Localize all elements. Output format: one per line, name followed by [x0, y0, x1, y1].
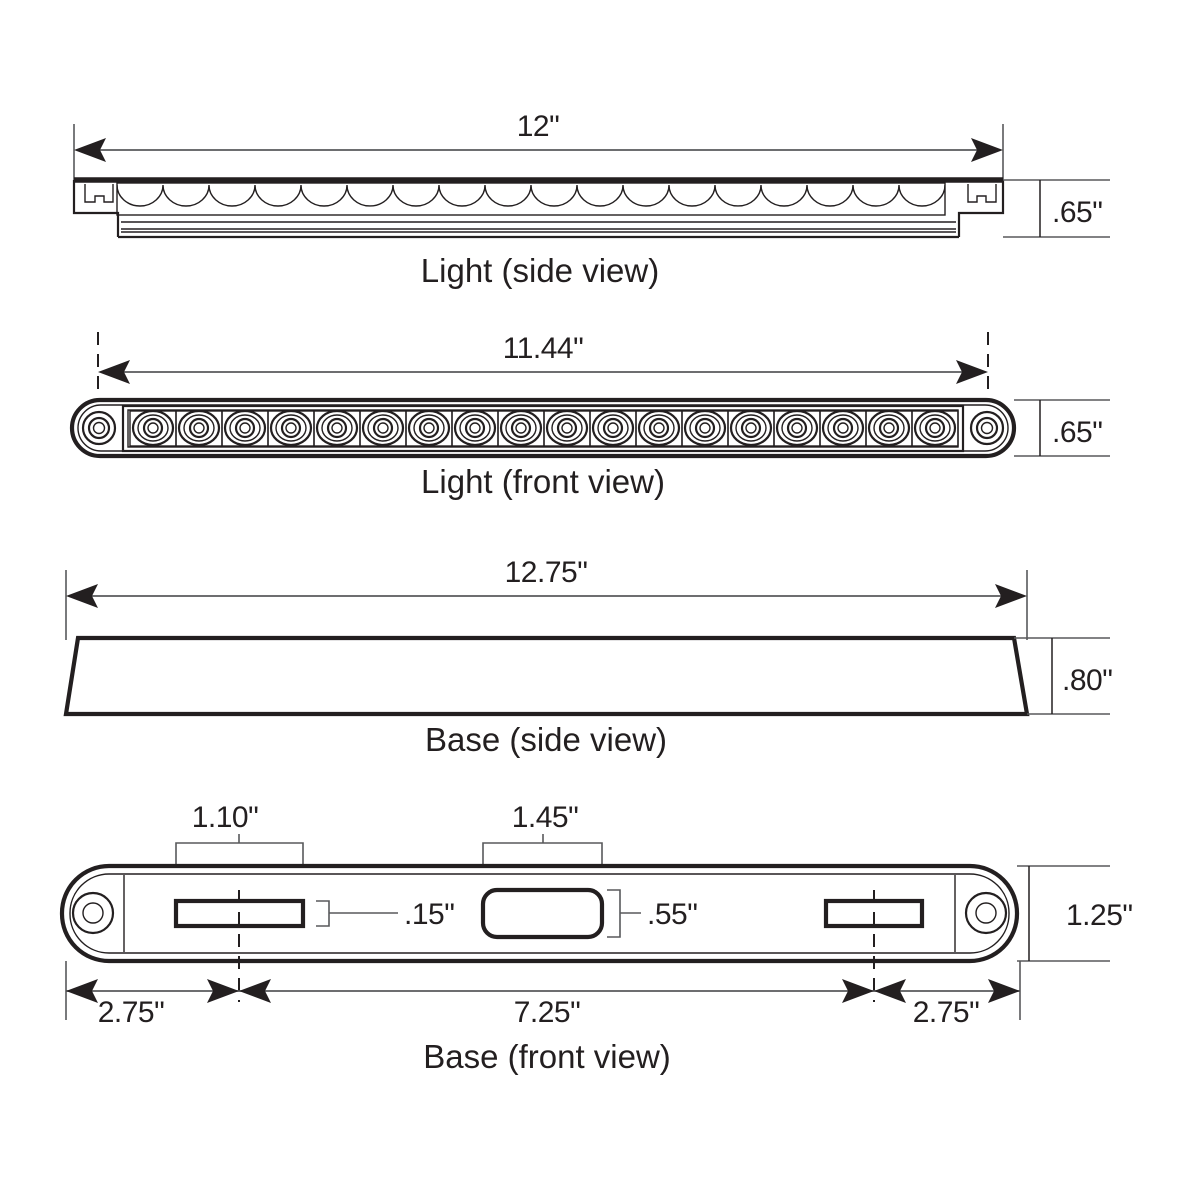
dimension-label-base-side-length: 12.75" [505, 556, 588, 589]
light-front-led-array [129, 409, 959, 447]
led [727, 409, 775, 447]
light-side-right-notch-detail [967, 184, 997, 203]
arrowhead-left [66, 584, 98, 608]
base-front-mounting-hole-right [964, 891, 1008, 935]
led [175, 409, 223, 447]
view-label-light-front: Light (front view) [421, 463, 665, 500]
view-light-side: 12" .65" L [72, 110, 1110, 289]
base-front-mounting-hole-left [71, 891, 115, 935]
dimension-label-light-front-height: .65" [1052, 416, 1102, 449]
led [221, 409, 269, 447]
bracket-center-slot-width [482, 842, 603, 856]
led [267, 409, 315, 447]
dimension-label-light-side-length: 12" [517, 110, 560, 143]
led [543, 409, 591, 447]
light-front-led-channel [121, 404, 965, 453]
dimension-label-center-slot-width: 1.45" [512, 801, 579, 834]
dimension-label-base-right-offset: 2.75" [913, 996, 980, 1029]
dimension-label-left-slot-width: 1.10" [192, 801, 259, 834]
led [681, 409, 729, 447]
light-side-lens-cavity [116, 182, 946, 216]
led [589, 409, 637, 447]
led [359, 409, 407, 447]
base-side-profile [63, 635, 1030, 717]
view-base-side: 12.75" .80" Base (side view) [63, 556, 1113, 758]
arrowhead-left-inner [207, 979, 239, 1003]
arrowhead-left [98, 360, 130, 384]
dimension-label-base-side-height: .80" [1062, 664, 1112, 697]
base-front-body-inner [69, 873, 1010, 954]
light-front-mounting-hole-right [969, 410, 1005, 446]
led [635, 409, 683, 447]
led [405, 409, 453, 447]
light-front-body [69, 397, 1017, 459]
arrowhead-right [995, 584, 1027, 608]
led [451, 409, 499, 447]
view-label-base-front: Base (front view) [423, 1038, 671, 1075]
led [313, 409, 361, 447]
light-side-left-notch-detail [84, 184, 114, 203]
dimension-label-center-slot-height: .55" [647, 898, 697, 931]
led [773, 409, 821, 447]
light-side-left-flange [72, 180, 120, 237]
arrowhead-right [956, 360, 988, 384]
view-label-light-side: Light (side view) [421, 252, 659, 289]
base-front-slot-center [480, 887, 605, 940]
dimension-label-base-left-offset: 2.75" [98, 996, 165, 1029]
arrowhead-center-right [842, 979, 874, 1003]
light-side-right-flange [957, 180, 1005, 237]
arrowhead-left [74, 138, 106, 162]
dimension-label-base-front-height: 1.25" [1066, 899, 1133, 932]
arrowhead-right-outer [988, 979, 1020, 1003]
light-front-mounting-hole-left [81, 410, 117, 446]
led [865, 409, 913, 447]
dimension-label-base-center-span: 7.25" [514, 996, 581, 1029]
scallop-path [117, 184, 945, 207]
view-light-front: 11.44" [69, 332, 1110, 500]
led [911, 409, 959, 447]
led [497, 409, 545, 447]
view-base-front: 1.10" 1.45" [59, 801, 1133, 1075]
arrowhead-center-left [239, 979, 271, 1003]
arrowhead-left-outer [66, 979, 98, 1003]
dimension-label-light-side-height: .65" [1052, 196, 1102, 229]
arrowhead-right [971, 138, 1003, 162]
bracket-left-slot-width [175, 842, 304, 856]
arrowhead-right-inner [874, 979, 906, 1003]
view-label-base-side: Base (side view) [425, 721, 667, 758]
dimension-label-light-front-length: 11.44" [503, 332, 584, 365]
dimension-label-left-slot-height: .15" [404, 898, 454, 931]
light-side-lens-scallops [117, 184, 945, 207]
